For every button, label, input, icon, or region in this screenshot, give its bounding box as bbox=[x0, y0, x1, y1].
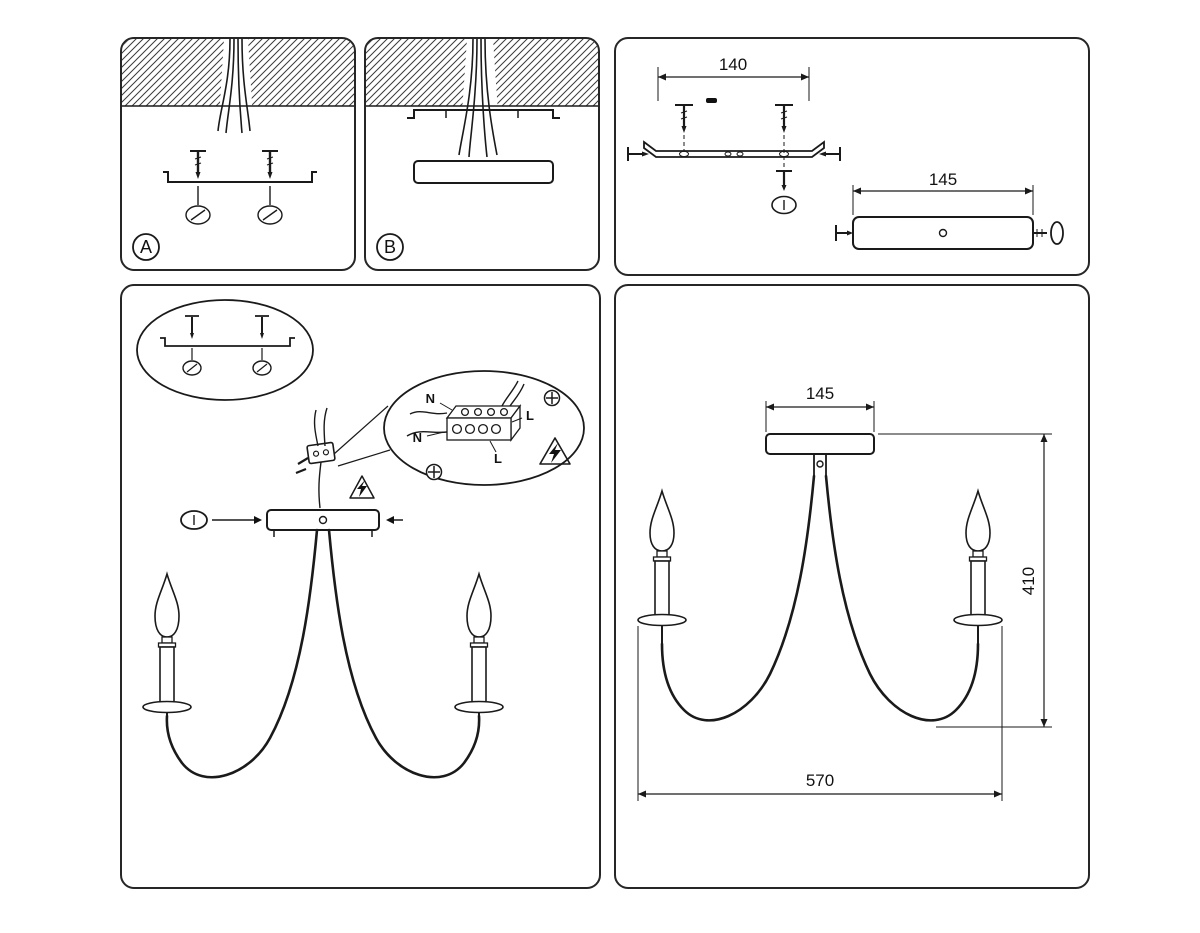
wall-anchor-icon bbox=[185, 186, 211, 225]
dimension-label-140: 140 bbox=[719, 55, 747, 74]
mounting-screw-icon bbox=[190, 150, 206, 179]
hardware-dimensions-drawing: 140 bbox=[627, 55, 1064, 250]
dimension-label-410: 410 bbox=[1019, 567, 1038, 595]
step-label-a: A bbox=[140, 237, 152, 257]
canopy-plate bbox=[852, 216, 1034, 250]
lightning-icon bbox=[357, 480, 367, 497]
chandelier-arm-left bbox=[165, 528, 319, 779]
chandelier-arm-right bbox=[824, 474, 980, 722]
decorative-nut-icon bbox=[771, 195, 797, 215]
mounting-screw-icon bbox=[262, 150, 278, 179]
candle-right bbox=[953, 488, 1003, 644]
mounting-screw-icon bbox=[675, 104, 693, 151]
canopy-plate bbox=[413, 160, 554, 184]
wiring-callout: N L N L bbox=[383, 370, 585, 486]
assembly-direction-arrow bbox=[386, 516, 403, 524]
side-screw-icon bbox=[819, 147, 841, 161]
wiring-wires bbox=[406, 380, 525, 453]
candle-right bbox=[454, 571, 504, 718]
candle-bulb bbox=[154, 571, 180, 638]
drip-tray bbox=[953, 613, 1003, 627]
drip-tray bbox=[142, 700, 192, 714]
dimension-canopy-width: 145 bbox=[765, 384, 875, 432]
dim-arrow-left bbox=[658, 73, 666, 81]
wire-label-l-bottom: L bbox=[494, 451, 502, 466]
lightning-icon bbox=[549, 443, 561, 463]
dim-arrow-right bbox=[1025, 187, 1033, 195]
canopy-plate bbox=[765, 433, 875, 476]
mounting-bracket bbox=[163, 171, 317, 183]
wall-anchor-icon bbox=[257, 186, 283, 225]
dimension-label-570: 570 bbox=[806, 771, 834, 790]
panel-hardware-dimensions: 140 bbox=[614, 37, 1090, 276]
cable-clip-icon bbox=[706, 98, 717, 103]
step-b-drawing: B bbox=[366, 39, 598, 261]
wire-label-n-top: N bbox=[426, 391, 435, 406]
candle-bulb bbox=[466, 571, 492, 638]
junction-box bbox=[306, 441, 336, 465]
panel-step-b: B bbox=[364, 37, 600, 271]
side-screw-icon bbox=[627, 147, 649, 161]
step-a-drawing: A bbox=[122, 39, 354, 261]
terminal-block bbox=[445, 404, 522, 442]
drip-tray bbox=[637, 613, 687, 627]
dimension-canopy-length: 145 bbox=[852, 170, 1034, 215]
mounting-bracket bbox=[643, 140, 825, 158]
candle-bulb bbox=[649, 488, 675, 552]
product-dimensions-drawing: 145 bbox=[637, 384, 1052, 801]
callout-leader-line bbox=[337, 449, 391, 467]
candle-left bbox=[142, 571, 192, 718]
dim-arrow-right bbox=[801, 73, 809, 81]
wire-label-n-left: N bbox=[413, 430, 422, 445]
screw-head-icon bbox=[425, 463, 443, 481]
chandelier-arm-right bbox=[327, 528, 481, 779]
panel-product-dimensions: 145 bbox=[614, 284, 1090, 889]
decorative-nut-icon bbox=[180, 510, 208, 530]
dimension-label-145: 145 bbox=[929, 170, 957, 189]
bracket-callout bbox=[136, 299, 314, 401]
power-wires bbox=[458, 39, 498, 158]
electric-warning-icon bbox=[539, 437, 571, 465]
callout-leader-line bbox=[333, 405, 389, 455]
supply-wires bbox=[295, 407, 328, 509]
candle-bulb bbox=[965, 488, 991, 552]
screw-head-icon bbox=[543, 389, 561, 407]
assembly-drawing: N L N L bbox=[136, 299, 585, 779]
electric-warning-icon bbox=[349, 475, 375, 499]
dimension-height: 410 bbox=[878, 433, 1052, 728]
dimension-label-145: 145 bbox=[806, 384, 834, 403]
assembly-direction-arrow bbox=[212, 516, 262, 524]
side-screw-icon bbox=[835, 225, 853, 241]
power-wires bbox=[217, 39, 251, 134]
step-badge-a: A bbox=[132, 233, 160, 261]
dim-arrow-left bbox=[853, 187, 861, 195]
dimension-total-width: 570 bbox=[637, 626, 1003, 801]
candle-left bbox=[637, 488, 687, 644]
wire-label-l-top: L bbox=[526, 408, 534, 423]
step-label-b: B bbox=[384, 237, 396, 257]
drip-tray bbox=[454, 700, 504, 714]
canopy-plate bbox=[266, 509, 380, 537]
chandelier-arm-left bbox=[660, 474, 816, 722]
dimension-bracket-width: 140 bbox=[657, 55, 810, 101]
panel-step-a: A bbox=[120, 37, 356, 271]
panel-assembly: N L N L bbox=[120, 284, 601, 889]
threaded-stud-and-nut-icon bbox=[1033, 221, 1064, 245]
mounting-screw-icon bbox=[776, 170, 792, 191]
step-badge-b: B bbox=[376, 233, 404, 261]
